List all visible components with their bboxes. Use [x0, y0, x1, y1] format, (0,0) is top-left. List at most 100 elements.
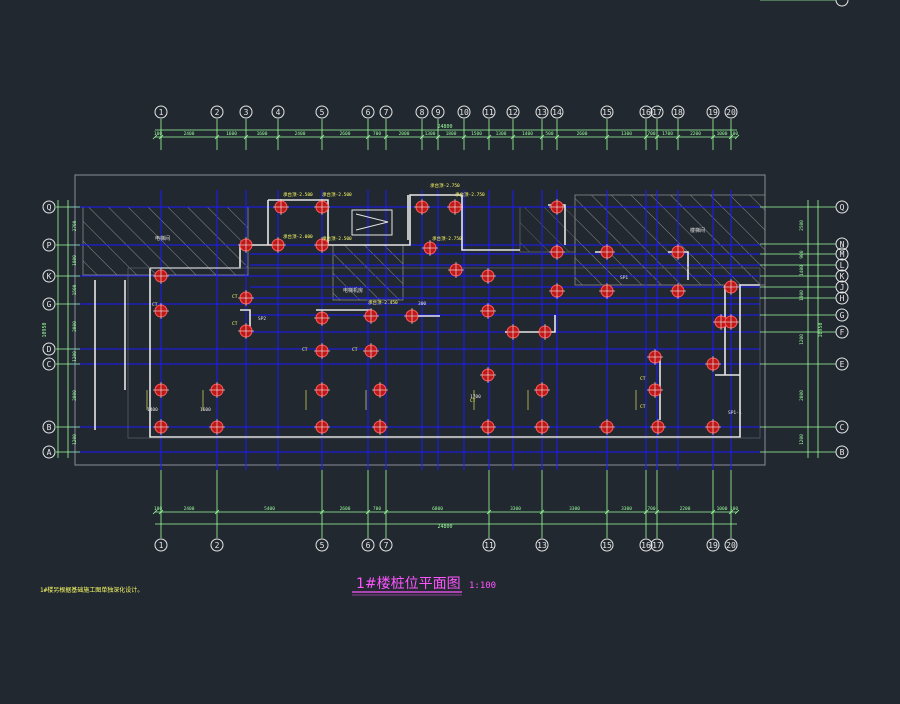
axis-bubble-right: [835, 258, 849, 272]
callout-label: 1600: [200, 407, 211, 413]
axis-label-bottom: 2: [215, 541, 220, 550]
dim-value-right: 1200: [799, 434, 805, 445]
axis-label-bottom: 11: [484, 541, 494, 550]
axis-label-bottom: 16: [641, 541, 651, 550]
dim-value-top: 2400: [295, 131, 306, 137]
dim-value-top: 1600: [257, 131, 268, 137]
pile-cap-label: 承台顶-2.450: [368, 299, 398, 306]
axis-bubble-bottom: [639, 538, 653, 552]
axis-bubble-left: [42, 357, 56, 371]
dim-value-bottom: 3300: [510, 506, 521, 512]
dim-value-top: 100: [730, 131, 738, 137]
pile-cap-label: 承台顶-2.750: [430, 182, 460, 189]
wall-segment: [328, 194, 462, 246]
axis-bubble-top: [154, 105, 168, 119]
dim-value-top: 2600: [340, 131, 351, 137]
axis-label-top: 16: [641, 108, 651, 117]
axis-bubble-top: [361, 105, 375, 119]
axis-bubble-left: [42, 269, 56, 283]
callout-label: SP1-1: [728, 410, 742, 416]
axis-label-top: 13: [537, 108, 547, 117]
dim-value-top: 1300: [425, 131, 436, 137]
axis-bubble-right: [835, 291, 849, 305]
axis-bubble-bottom: [724, 538, 738, 552]
axis-bubble-bottom: [210, 538, 224, 552]
left-total-dimension: 10950: [42, 322, 48, 337]
axis-label-right: M: [840, 250, 845, 259]
dim-value-top: 1000: [717, 131, 728, 137]
axis-bubble-bottom: [379, 538, 393, 552]
wall-segment: [268, 199, 329, 245]
room-label-stair: 楼梯间: [690, 227, 705, 234]
dim-value-top: 2200: [690, 131, 701, 137]
pile-cap-label: 承台顶-2.750: [455, 191, 485, 198]
axis-label-bottom: 13: [537, 541, 547, 550]
axis-label-right: Q: [840, 203, 845, 212]
axis-bubble-left: [42, 297, 56, 311]
axis-label-bottom: 1: [159, 541, 164, 550]
axis-label-bottom: 6: [366, 541, 371, 550]
site-boundary: [74, 174, 766, 466]
dim-value-top: 700: [373, 131, 381, 137]
dim-value-top: 500: [545, 131, 553, 137]
dim-value-right: 1800: [799, 290, 805, 301]
dim-value-top: 100: [154, 131, 162, 137]
dim-tick: [152, 134, 158, 140]
dim-value-top: 1500: [471, 131, 482, 137]
axis-bubble-bottom: [154, 538, 168, 552]
dim-value-bottom: 700: [647, 506, 655, 512]
axis-bubble-bottom: [315, 538, 329, 552]
dim-value-bottom: 1000: [717, 506, 728, 512]
axis-bubble-right: [835, 308, 849, 322]
dim-value-bottom: 700: [373, 506, 381, 512]
pile-cap-label: 承台顶-2.500: [322, 235, 352, 242]
dim-value-bottom: 2600: [340, 506, 351, 512]
right-total-dimension: 10950: [818, 322, 824, 337]
dim-value-bottom: 100: [154, 506, 162, 512]
dim-value-right: 2500: [799, 220, 805, 231]
dim-value-top: 2600: [577, 131, 588, 137]
pile-cap-label: CT: [232, 294, 238, 300]
dim-value-left: 2000: [72, 390, 78, 401]
axis-label-left: P: [47, 241, 52, 250]
axis-bubble-left: [42, 445, 56, 459]
axis-label-left: D: [47, 345, 52, 354]
axis-label-left: K: [47, 272, 52, 281]
axis-bubble-top: [457, 105, 471, 119]
axis-label-top: 9: [436, 108, 441, 117]
pile-cap-label: CT: [232, 321, 238, 327]
dim-value-top: 1400: [522, 131, 533, 137]
axis-bubble-left: [42, 238, 56, 252]
inner-boundary: [127, 267, 761, 439]
axis-label-top: 3: [244, 108, 249, 117]
pile-cap-label: 承台顶-2.000: [283, 233, 313, 240]
dim-value-right: 1200: [799, 334, 805, 345]
dim-value-top: 1300: [496, 131, 507, 137]
axis-bubble-right: [835, 325, 849, 339]
wall-outlines: [94, 194, 761, 439]
axis-bubble-right: [835, 445, 849, 459]
dim-value-right: 2000: [799, 390, 805, 401]
axis-bubble-top: [379, 105, 393, 119]
axis-bubble-top: [271, 105, 285, 119]
dim-tick: [734, 134, 740, 140]
axis-bubble-top: [506, 105, 520, 119]
callout-label: 300: [418, 301, 426, 307]
elevator-shaft-symbol: [351, 209, 393, 236]
wall-segment: [505, 315, 556, 333]
axis-label-top: 11: [484, 108, 494, 117]
drawing-note: 1#楼另根据基础施工图单独深化设计。: [40, 586, 143, 594]
axis-bubble-top: [706, 105, 720, 119]
axis-label-top: 10: [459, 108, 469, 117]
axis-label-left: G: [47, 300, 52, 309]
axis-bubble-right: [835, 247, 849, 261]
axis-bubble-right: [835, 237, 849, 251]
axis-label-top: 1: [159, 108, 164, 117]
callout-label: 1400: [147, 407, 158, 413]
axis-label-top: 15: [602, 108, 612, 117]
dim-value-top: 1300: [621, 131, 632, 137]
dim-value-left: 1200: [72, 351, 78, 362]
axis-label-right: K: [840, 272, 845, 281]
